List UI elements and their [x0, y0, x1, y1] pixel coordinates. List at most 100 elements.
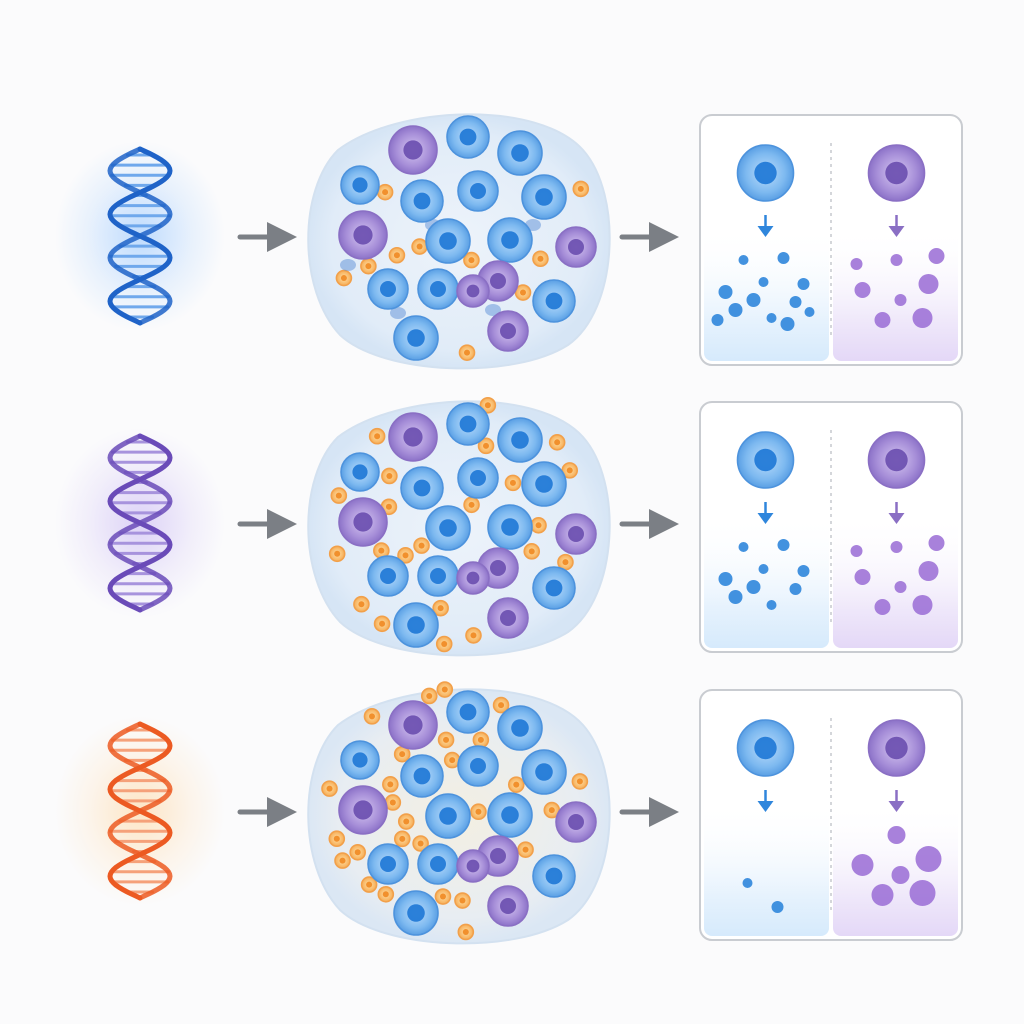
- orange-cell-nucleus: [335, 492, 342, 499]
- blue-cell: [425, 218, 471, 264]
- orange-cell: [517, 841, 534, 858]
- purple-cell: [867, 719, 926, 777]
- purple-secreted-particle: [871, 884, 894, 906]
- blue-cell-nucleus: [459, 128, 477, 146]
- blue-cell: [417, 555, 459, 597]
- orange-cell-nucleus: [484, 402, 491, 409]
- orange-cell: [353, 595, 370, 613]
- orange-cell: [376, 183, 394, 201]
- orange-cell-nucleus: [354, 849, 361, 856]
- purple-cell: [338, 210, 388, 260]
- orange-cell-nucleus: [333, 835, 340, 842]
- blue-secreted-particle: [711, 314, 724, 326]
- purple-cell-nucleus: [568, 526, 584, 542]
- orange-cell: [321, 780, 338, 797]
- orange-cell-nucleus: [577, 185, 584, 192]
- orange-cell-nucleus: [477, 736, 484, 743]
- orange-cell: [523, 543, 541, 560]
- blue-cell: [532, 566, 576, 610]
- purple-cell: [388, 412, 438, 462]
- orange-cell-nucleus: [554, 439, 561, 446]
- blue-secreted-particle: [797, 565, 810, 577]
- purple-cell: [487, 597, 529, 639]
- orange-cell: [571, 773, 589, 790]
- orange-cell: [436, 681, 454, 698]
- blue-cell-nucleus: [407, 329, 425, 347]
- blue-secreted-particle: [766, 313, 777, 323]
- orange-cell-nucleus: [459, 897, 466, 904]
- purple-secreted-particle: [874, 312, 891, 328]
- orange-cell: [368, 427, 386, 445]
- orange-cell-nucleus: [509, 479, 516, 486]
- orange-cell: [334, 852, 351, 869]
- orange-cell-nucleus: [417, 840, 424, 847]
- blue-cell: [340, 452, 380, 492]
- orange-cell: [472, 731, 490, 749]
- purple-secreted-particle: [850, 545, 863, 557]
- blue-cell: [393, 315, 439, 361]
- blue-secreted-particle: [758, 564, 769, 574]
- blue-secreted-particle: [789, 296, 802, 308]
- orange-cell-nucleus: [389, 799, 396, 806]
- purple-secreted-particle: [891, 866, 910, 884]
- blue-cell: [532, 854, 576, 898]
- secretion-comparison: [699, 689, 963, 941]
- purple-cell: [487, 885, 529, 927]
- purple-cell: [867, 144, 926, 202]
- orange-cell: [532, 250, 549, 268]
- blue-cell-nucleus: [459, 703, 477, 721]
- blue-secreted-particle: [728, 303, 743, 317]
- purple-cell-nucleus: [466, 284, 480, 298]
- orange-cell-nucleus: [498, 702, 505, 709]
- orange-cell-nucleus: [399, 751, 406, 758]
- blue-cell: [400, 754, 444, 798]
- blue-cell-nucleus: [754, 736, 777, 760]
- blue-cell: [393, 602, 439, 648]
- dna-helix-orange-icon: [55, 716, 225, 906]
- blue-cell-nucleus: [511, 144, 529, 162]
- blue-cell: [497, 130, 543, 176]
- orange-cell: [463, 251, 480, 269]
- blue-cell-nucleus: [439, 519, 457, 537]
- orange-cell-nucleus: [382, 891, 389, 898]
- purple-secreted-particle: [890, 541, 903, 553]
- blue-cell: [736, 431, 795, 489]
- orange-cell: [463, 496, 480, 514]
- blue-cell: [446, 402, 490, 446]
- blue-secreted-particle: [718, 285, 733, 299]
- blue-secreted-particle: [738, 542, 749, 552]
- blue-cell: [340, 165, 380, 205]
- purple-cell-nucleus: [490, 560, 506, 576]
- blue-secreted-particle: [742, 878, 753, 888]
- blue-cell: [417, 268, 459, 310]
- purple-secreted-particle: [890, 254, 903, 266]
- orange-cell-nucleus: [374, 433, 381, 440]
- purple-cell-nucleus: [500, 898, 516, 914]
- orange-cell: [504, 474, 522, 492]
- orange-cell: [381, 467, 398, 485]
- purple-cell-nucleus: [353, 800, 373, 820]
- orange-cell-nucleus: [416, 243, 423, 250]
- blue-cell-nucleus: [535, 188, 553, 206]
- orange-cell: [514, 284, 532, 301]
- orange-cell-nucleus: [439, 893, 446, 900]
- blue-secreted-particle: [766, 600, 777, 610]
- orange-cell-nucleus: [379, 620, 386, 627]
- orange-cell: [572, 180, 590, 198]
- blue-cell: [457, 745, 499, 787]
- purple-cell: [487, 310, 529, 352]
- orange-cell: [530, 517, 547, 534]
- blue-cell: [417, 843, 459, 885]
- purple-cell-nucleus: [466, 571, 480, 585]
- orange-cell: [457, 923, 475, 941]
- orange-cell: [479, 397, 497, 414]
- purple-secreted-particle: [912, 595, 933, 615]
- purple-secreted-particle: [915, 846, 942, 872]
- blue-cell-nucleus: [352, 464, 368, 480]
- purple-cell-nucleus: [403, 140, 423, 160]
- blue-cell: [487, 217, 533, 263]
- blue-cell: [521, 461, 567, 507]
- blue-secreted-particle: [746, 293, 761, 307]
- blue-cell: [457, 457, 499, 499]
